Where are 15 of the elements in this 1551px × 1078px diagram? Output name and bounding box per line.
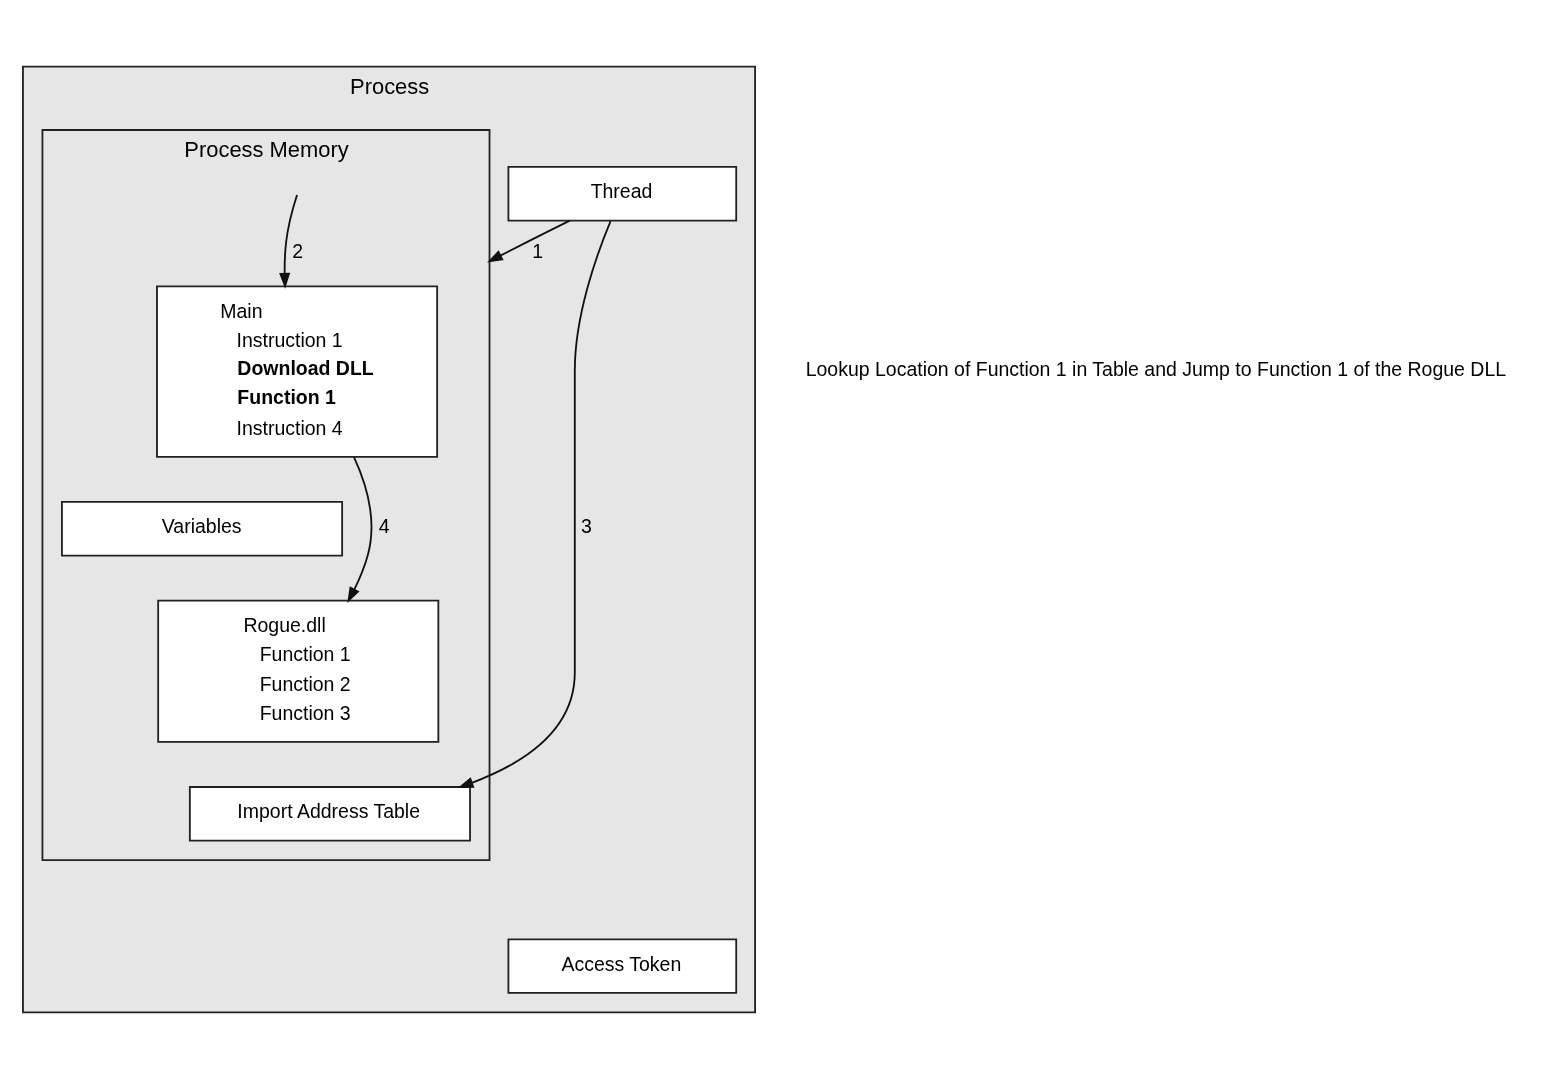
arrow bbox=[347, 455, 373, 603]
edge-label: 1 bbox=[532, 239, 544, 262]
node-box: Thread bbox=[507, 165, 738, 221]
edge-label: 4 bbox=[378, 514, 390, 537]
arrow bbox=[487, 219, 571, 262]
node-box: Access Token bbox=[507, 937, 738, 994]
edge-label: 2 bbox=[292, 239, 304, 262]
edge-label: 3 bbox=[580, 514, 592, 537]
node-box: Main Instruction 1 Download DLL Function 1 Instruction 4 bbox=[156, 284, 439, 458]
node-box: Variables bbox=[61, 500, 344, 556]
arrow bbox=[279, 193, 298, 289]
node-box: Rogue.dll Function 1 Function 2 Function 3 bbox=[157, 599, 440, 743]
node-box: Import Address Table bbox=[188, 785, 471, 842]
arrow bbox=[457, 219, 612, 788]
label: Lookup Location of Function 1 in Table and Jump to Function 1 of the Rogue DLL bbox=[805, 357, 1507, 380]
